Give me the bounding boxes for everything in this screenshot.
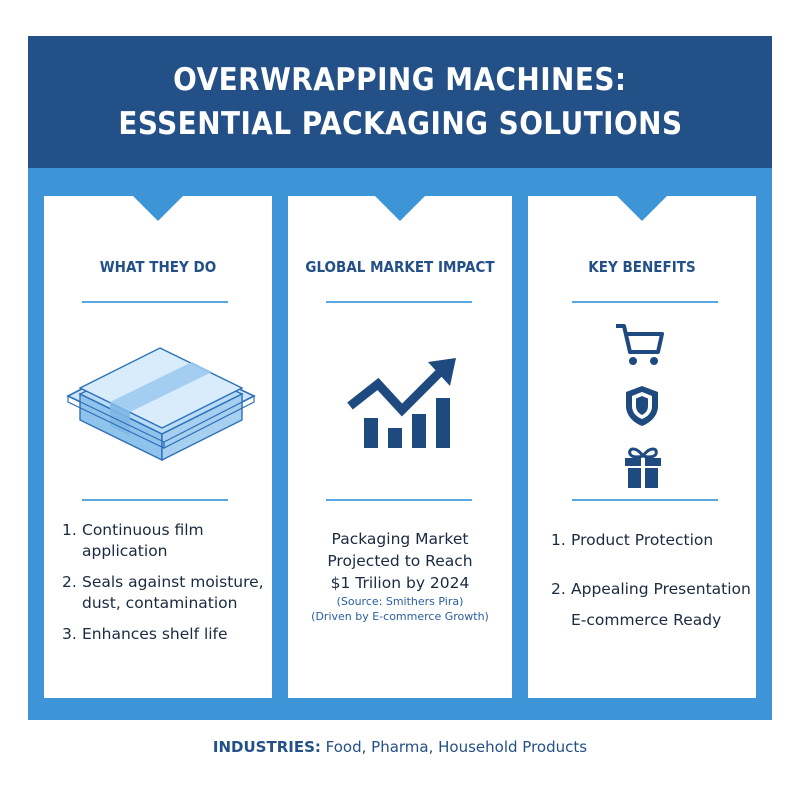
shield-icon	[626, 386, 658, 426]
panel-notch	[374, 195, 426, 221]
panel-notch	[132, 195, 184, 221]
growth-chart-icon	[347, 358, 456, 448]
divider	[82, 499, 228, 501]
divider	[82, 301, 228, 303]
industries-label: INDUSTRIES:	[212, 738, 321, 756]
divider	[326, 499, 472, 501]
header-banner: OVERWRAPPING MACHINES: ESSENTIAL PACKAGI…	[28, 36, 772, 168]
market-source: (Source: Smithers Pira)	[336, 595, 464, 608]
panel-market-impact	[288, 195, 512, 698]
list-item: 3. Enhances shelf life	[62, 625, 228, 643]
page-title-line1: OVERWRAPPING MACHINES:	[173, 62, 627, 98]
market-line3: $1 Trilion by 2024	[330, 574, 470, 592]
list-item: 2. Appealing Presentation	[551, 580, 751, 598]
panel-key-benefits	[528, 195, 756, 698]
gift-icon	[625, 447, 661, 488]
shopping-cart-icon	[616, 324, 664, 365]
divider	[572, 499, 718, 501]
what-they-do-title: WHAT THEY DO	[99, 258, 217, 276]
what-they-do-list: 1. Continuous film application 2. Seals …	[62, 520, 268, 645]
list-item: 2. Seals against moisture, dust, contami…	[62, 573, 264, 612]
list-item: 1. Continuous film application	[62, 521, 204, 560]
list-item: E-commerce Ready	[571, 611, 722, 629]
wrapped-package-icon	[66, 347, 256, 462]
industries-footer: INDUSTRIES: Food, Pharma, Household Prod…	[0, 738, 800, 756]
market-impact-title: GLOBAL MARKET IMPACT	[305, 258, 495, 276]
market-projection: Packaging Market Projected to Reach $1 T…	[292, 528, 508, 624]
panel-notch	[616, 195, 668, 221]
divider	[572, 301, 718, 303]
key-benefits-title: KEY BENEFITS	[588, 258, 696, 276]
divider	[326, 301, 472, 303]
market-line2: Projected to Reach	[327, 552, 473, 570]
market-line1: Packaging Market	[331, 530, 469, 548]
market-driver: (Driven by E-commerce Growth)	[311, 610, 489, 623]
list-item: 1. Product Protection	[551, 531, 714, 549]
key-benefits-list: 1. Product Protection 2. Appealing Prese…	[551, 530, 756, 631]
page-title-line2: ESSENTIAL PACKAGING SOLUTIONS	[117, 106, 683, 142]
industries-text: Food, Pharma, Household Products	[320, 738, 588, 756]
